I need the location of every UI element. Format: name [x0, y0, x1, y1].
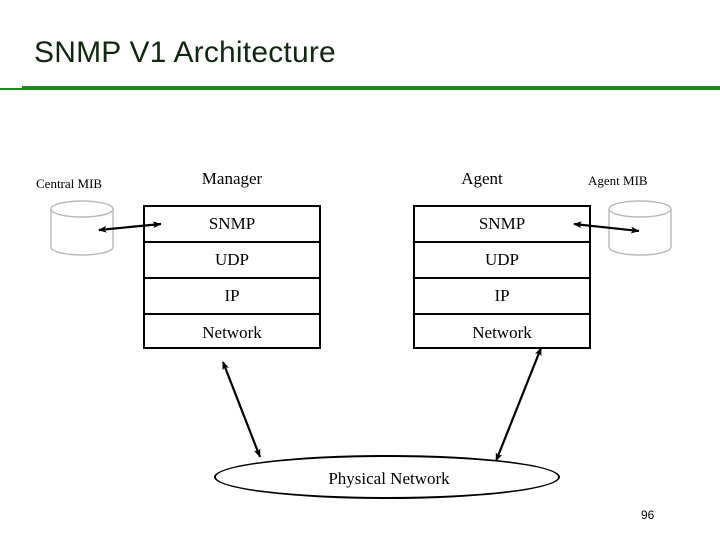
- page-title: SNMP V1 Architecture: [34, 36, 336, 69]
- manager-label: Manager: [201, 169, 263, 188]
- central-mib-label: Central MIB: [36, 176, 103, 191]
- agent-layer-snmp: SNMP: [415, 207, 589, 243]
- physical-network-shape: Physical Network: [214, 455, 560, 499]
- database-cylinder-icon-central-mib: [50, 200, 114, 256]
- page-number: 96: [641, 508, 655, 522]
- database-cylinder-icon-agent-mib: [608, 200, 672, 256]
- manager-layer-snmp: SNMP: [145, 207, 319, 243]
- agent-protocol-stack: SNMP UDP IP Network: [413, 205, 591, 349]
- manager-layer-udp: UDP: [145, 243, 319, 279]
- title-rule-left-cap: [0, 88, 24, 90]
- physical-network-label: Physical Network: [328, 469, 450, 488]
- agent-label: Agent: [461, 169, 503, 188]
- agent-layer-ip: IP: [415, 279, 589, 315]
- agent-layer-udp: UDP: [415, 243, 589, 279]
- arrow-manager-to-physical-network: [221, 361, 262, 458]
- manager-layer-ip: IP: [145, 279, 319, 315]
- agent-layer-network: Network: [472, 323, 532, 342]
- arrow-agent-to-physical-network: [494, 347, 543, 462]
- manager-layer-network: Network: [202, 323, 262, 342]
- agent-mib-label: Agent MIB: [588, 173, 648, 188]
- manager-protocol-stack: SNMP UDP IP Network: [143, 205, 321, 349]
- title-underline-rule: [22, 86, 720, 90]
